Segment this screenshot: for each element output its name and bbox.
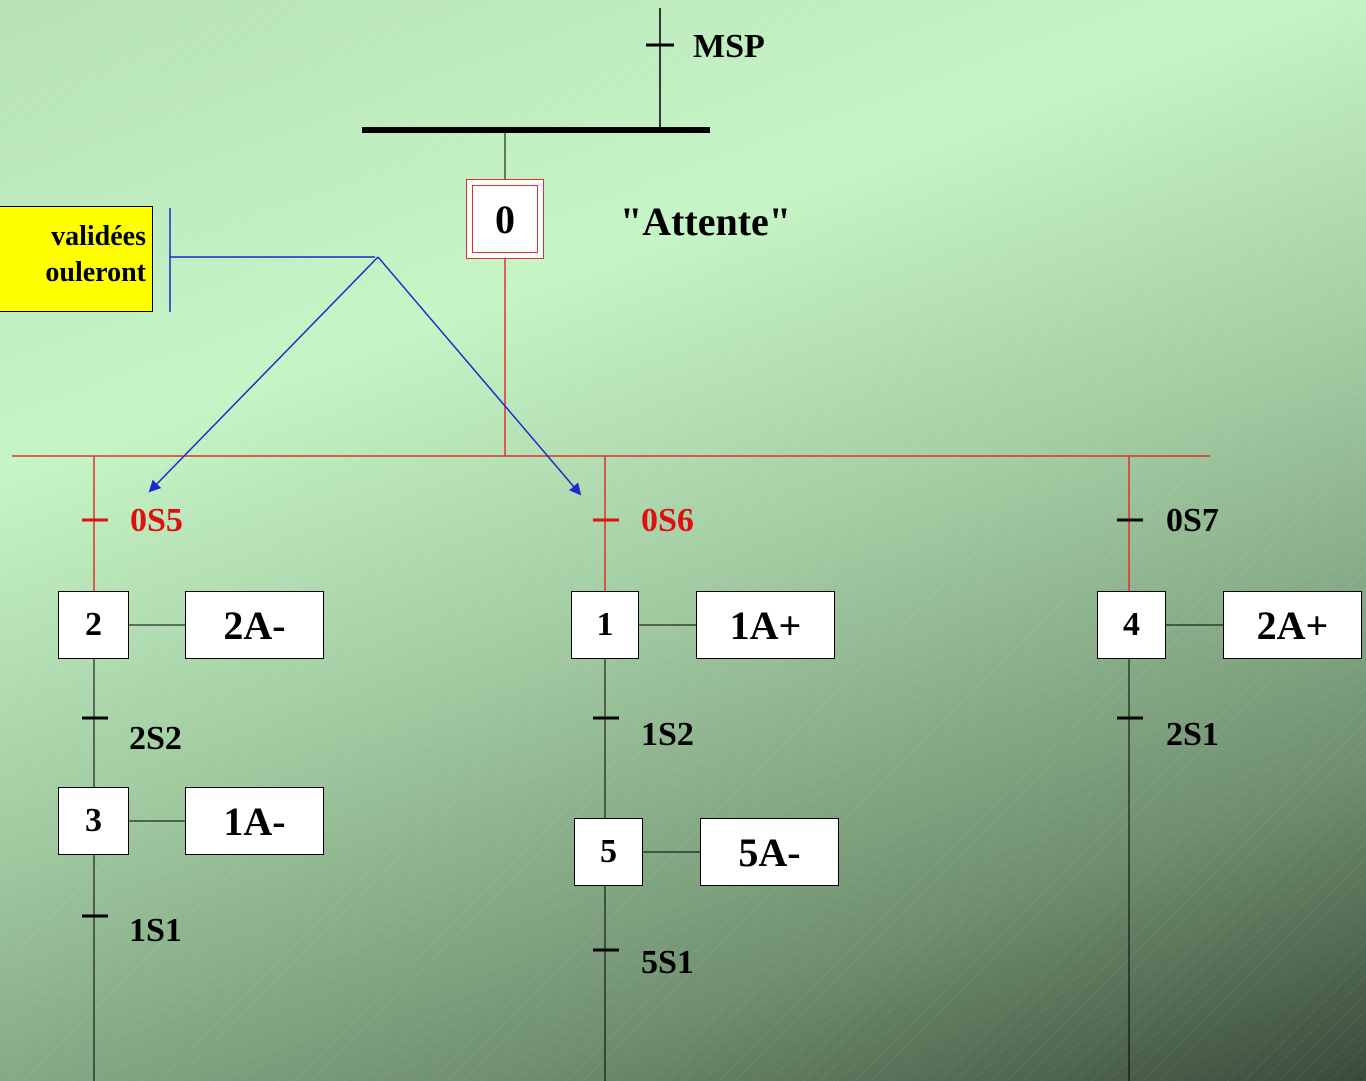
note-box: validées ouleront bbox=[0, 206, 153, 312]
step-5: 5 bbox=[574, 818, 643, 886]
note-arrow-0s6 bbox=[377, 256, 582, 496]
action-step-2: 2A- bbox=[185, 591, 324, 659]
step-4: 4 bbox=[1097, 591, 1166, 659]
transition-1s2-label: 1S2 bbox=[641, 716, 694, 753]
action-step-5: 5A- bbox=[700, 818, 839, 886]
action-step-3: 1A- bbox=[185, 787, 324, 855]
transition-0s7-label: 0S7 bbox=[1166, 502, 1219, 539]
note-arrow-0s5 bbox=[148, 256, 379, 493]
step-2: 2 bbox=[58, 591, 129, 659]
transition-2s2-label: 2S2 bbox=[129, 720, 182, 757]
initial-step-comment: "Attente" bbox=[620, 199, 792, 244]
initial-step-0: 0 bbox=[466, 179, 544, 259]
note-line-1: validées bbox=[51, 221, 146, 252]
transition-0s5-label: 0S5 bbox=[130, 502, 183, 539]
action-step-1: 1A+ bbox=[696, 591, 835, 659]
action-step-4: 2A+ bbox=[1223, 591, 1362, 659]
transition-0s6-label: 0S6 bbox=[641, 502, 694, 539]
note-line-2: ouleront bbox=[45, 257, 146, 289]
step-3: 3 bbox=[58, 787, 129, 855]
initial-step-number: 0 bbox=[472, 185, 538, 253]
step-1: 1 bbox=[571, 591, 639, 659]
transition-msp-label: MSP bbox=[693, 28, 765, 65]
transition-5s1-label: 5S1 bbox=[641, 944, 694, 981]
transition-1s1-label: 1S1 bbox=[129, 912, 182, 949]
transition-2s1-label: 2S1 bbox=[1166, 716, 1219, 753]
